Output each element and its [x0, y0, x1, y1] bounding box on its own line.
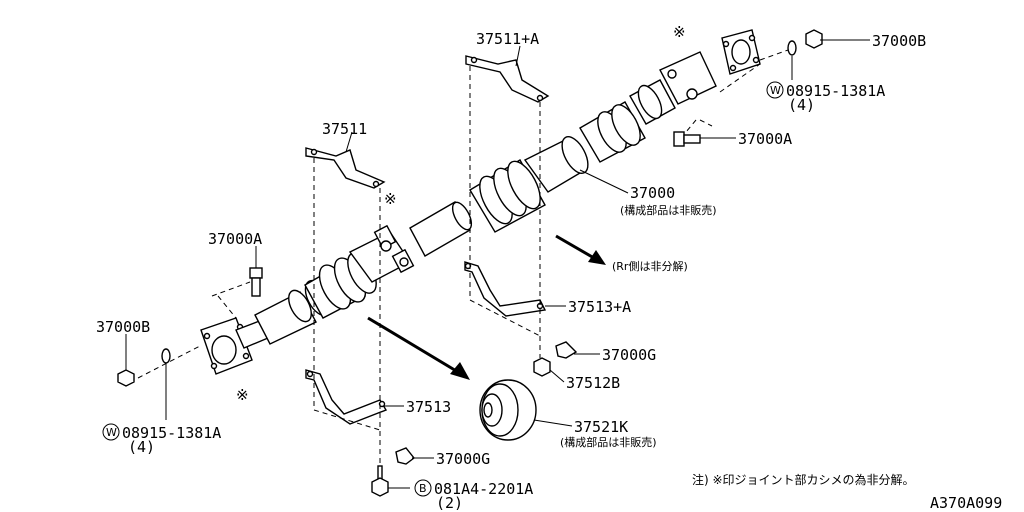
bracket-37511 [305, 147, 386, 189]
propeller-shaft-assembly [200, 29, 761, 375]
label-37000g-right: 37000G [602, 346, 656, 364]
label-37000g-bottom: 37000G [436, 450, 490, 468]
joint-mark-rear: ※ [673, 23, 686, 41]
svg-text:B: B [419, 482, 427, 495]
bracket-37513 [305, 369, 388, 425]
label-08915-left-qty: (4) [128, 438, 155, 456]
diagram-code: A370A099 [930, 494, 1002, 512]
label-37000: 37000 [630, 184, 675, 202]
rear-flange-yoke [659, 29, 761, 105]
label-37521k-note: (構成部品は非販売) [560, 435, 657, 449]
nut-37000b-left [117, 369, 135, 387]
front-shaft-tube [254, 252, 377, 345]
arrow-to-center-bearing [367, 316, 470, 380]
joint-mark-front: ※ [236, 386, 249, 404]
bolt-081a4-2201a [371, 465, 389, 497]
label-37000a-right: 37000A [738, 130, 792, 148]
label-rr-note: (Rr側は非分解) [612, 259, 688, 273]
label-081a4-qty: (2) [436, 494, 463, 512]
arrow-to-rr-note [555, 234, 606, 265]
label-37513: 37513 [406, 398, 451, 416]
bracket-37511-plus-a [465, 55, 550, 103]
label-37512b: 37512B [566, 374, 620, 392]
label-08915-top: 08915-1381A [786, 82, 885, 100]
bolt-37000a-left [249, 267, 263, 297]
front-flange-yoke [200, 317, 269, 375]
label-37511-plus-a: 37511+A [476, 30, 539, 48]
nut-37512b [533, 357, 551, 377]
label-37511: 37511 [322, 120, 367, 138]
nut-37000b-top [805, 29, 823, 49]
washer-08915-top [787, 40, 797, 56]
washer-symbol-top: W [766, 81, 784, 99]
leader-lines [125, 39, 870, 489]
label-37000b-left: 37000B [96, 318, 150, 336]
washer-symbol-left: W [102, 423, 120, 441]
assembly-guide-lines [137, 49, 789, 466]
label-08915-top-qty: (4) [788, 96, 815, 114]
label-37000a-left: 37000A [208, 230, 262, 248]
bracket-37513-plus-a [464, 261, 547, 317]
label-37513-plus-a: 37513+A [568, 298, 631, 316]
svg-text:W: W [770, 84, 781, 97]
label-37521k: 37521K [574, 418, 628, 436]
label-081a4-2201a: 081A4-2201A [434, 480, 533, 498]
label-08915-left: 08915-1381A [122, 424, 221, 442]
nut-37000g-bottom [395, 447, 415, 465]
center-bearing-37521k [479, 379, 537, 441]
nut-37000g-right [555, 341, 578, 359]
bolt-37000a-right [673, 131, 701, 147]
middle-shaft-tube [409, 136, 589, 257]
rear-shaft-tube [579, 79, 676, 163]
svg-text:W: W [106, 426, 117, 439]
bolt-symbol: B [414, 479, 432, 497]
label-37000-note: (構成部品は非販売) [620, 203, 717, 217]
center-universal-joint [348, 224, 415, 283]
label-37000b-top: 37000B [872, 32, 926, 50]
footnote: 注) ※印ジョイント部カシメの為非分解。 [692, 472, 915, 487]
washer-08915-left [161, 348, 171, 364]
joint-mark-center: ※ [384, 190, 397, 208]
